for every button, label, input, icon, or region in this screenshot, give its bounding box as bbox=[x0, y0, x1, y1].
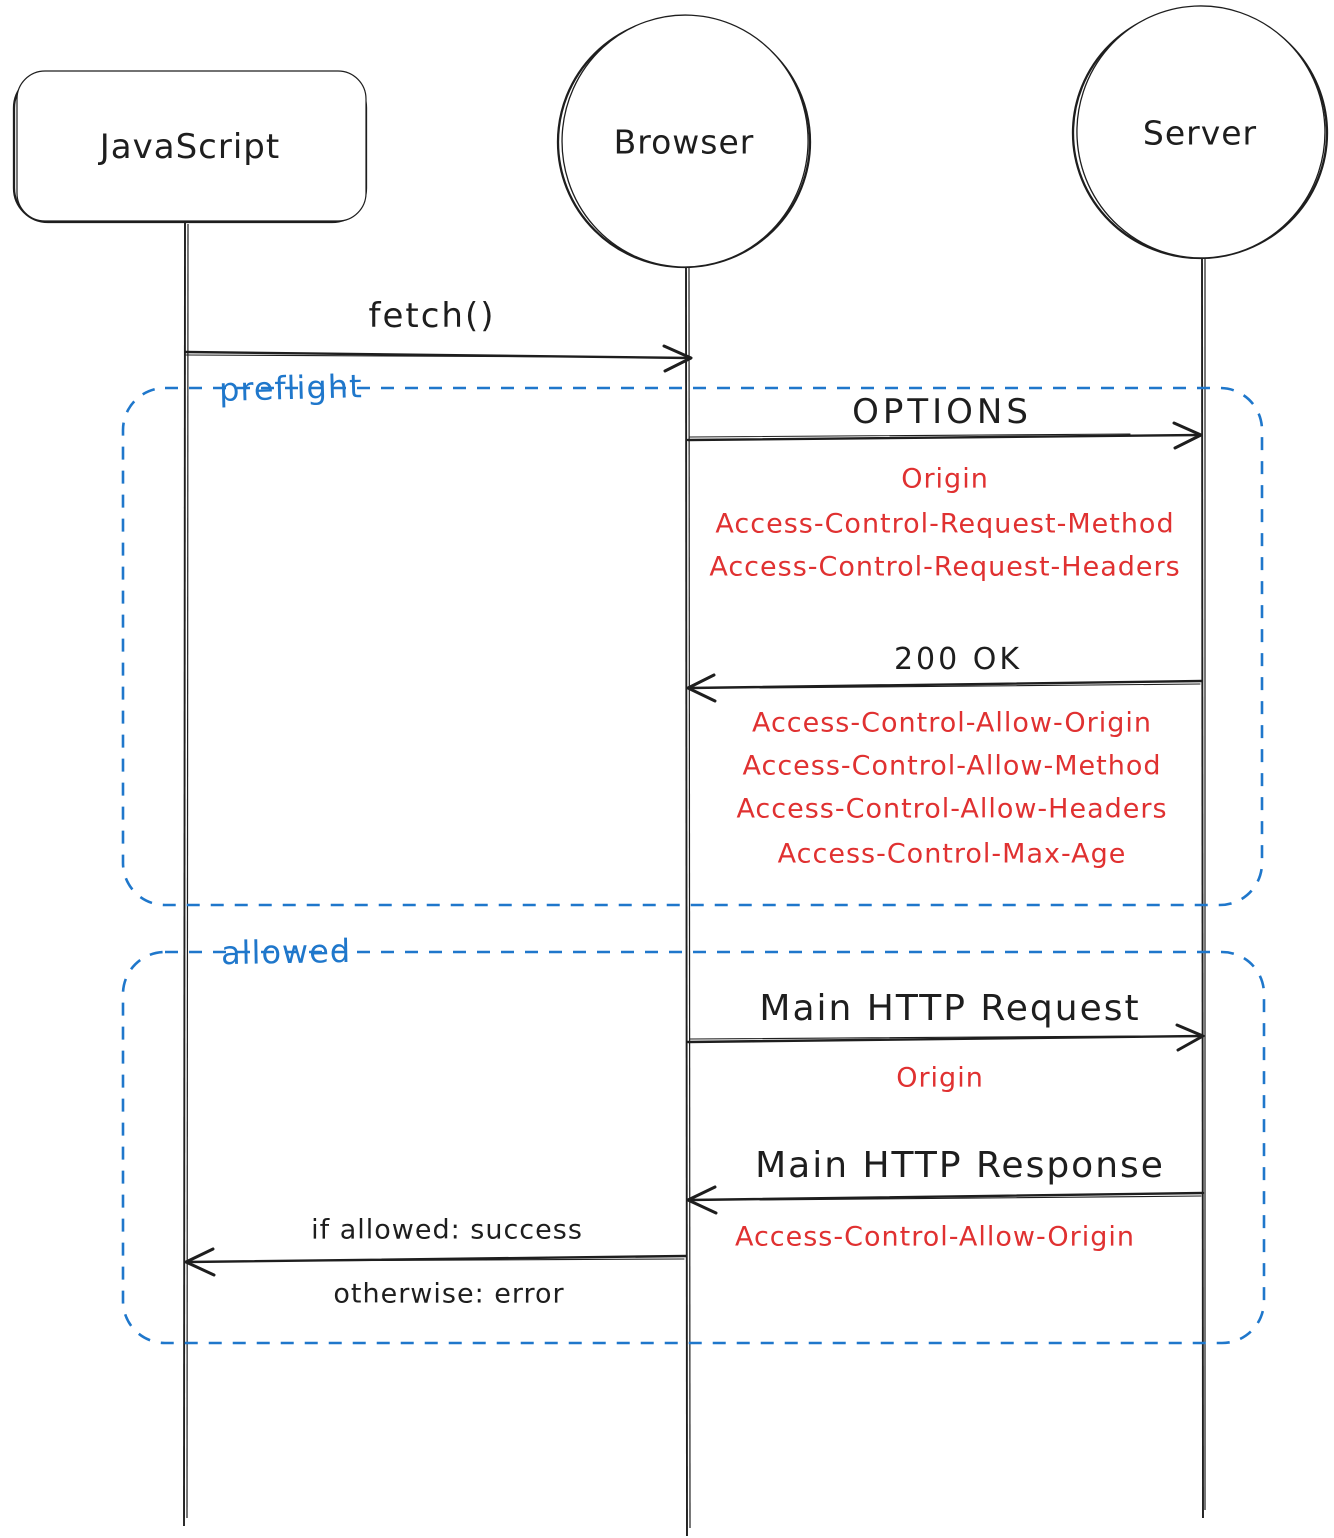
message-label-fetch: fetch() bbox=[368, 296, 496, 336]
actor-circle-browser bbox=[556, 14, 812, 269]
group-label-allowed: allowed bbox=[220, 931, 352, 973]
actor-label-javascript: JavaScript bbox=[99, 127, 281, 167]
message-label-main-http-response: Main HTTP Response bbox=[755, 1145, 1165, 1186]
header-access-control-allow-origin-response: Access-Control-Allow-Origin bbox=[734, 1221, 1136, 1253]
arrow-options bbox=[686, 421, 1203, 450]
actor-circle-server bbox=[1071, 5, 1329, 260]
arrow-main-response bbox=[686, 1185, 1205, 1215]
actor-label-server: Server bbox=[1142, 113, 1258, 153]
result-label-error: otherwise: error bbox=[333, 1278, 565, 1310]
lifeline-javascript bbox=[183, 221, 189, 1527]
header-access-control-allow-origin-preflight: Access-Control-Allow-Origin bbox=[751, 707, 1153, 739]
message-label-200-ok: 200 OK bbox=[893, 642, 1023, 677]
actor-box-javascript bbox=[12, 70, 368, 224]
lifeline-browser bbox=[685, 266, 691, 1537]
header-access-control-request-method: Access-Control-Request-Method bbox=[715, 508, 1175, 540]
header-access-control-max-age: Access-Control-Max-Age bbox=[777, 838, 1127, 870]
header-access-control-request-headers: Access-Control-Request-Headers bbox=[709, 551, 1181, 583]
arrow-fetch bbox=[184, 344, 693, 373]
result-label-success: if allowed: success bbox=[311, 1214, 583, 1246]
group-frame-allowed bbox=[121, 950, 1266, 1345]
group-label-preflight: preflight bbox=[218, 367, 364, 409]
header-origin-main-request: Origin bbox=[896, 1062, 984, 1094]
actor-label-browser: Browser bbox=[613, 122, 755, 162]
arrow-200-ok bbox=[686, 673, 1204, 703]
header-origin-request: Origin bbox=[901, 463, 989, 495]
message-label-options: OPTIONS bbox=[852, 392, 1032, 432]
arrow-result-to-javascript bbox=[184, 1247, 688, 1277]
arrow-main-request bbox=[686, 1023, 1205, 1052]
lifeline-server bbox=[1201, 257, 1206, 1519]
header-access-control-allow-method: Access-Control-Allow-Method bbox=[742, 750, 1162, 782]
message-label-main-http-request: Main HTTP Request bbox=[759, 988, 1141, 1029]
group-frame-preflight bbox=[121, 386, 1264, 907]
header-access-control-allow-headers: Access-Control-Allow-Headers bbox=[736, 793, 1168, 825]
